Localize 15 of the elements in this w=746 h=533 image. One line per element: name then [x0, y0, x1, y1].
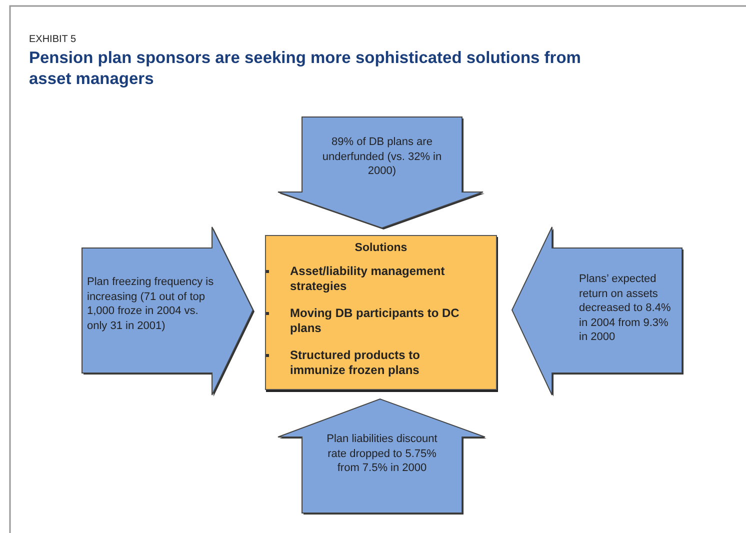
- block-arrow: [82, 227, 253, 395]
- bullet-item: Asset/liability management strategies: [289, 264, 446, 294]
- block-arrow: [278, 399, 485, 513]
- box-heading: Solutions: [354, 242, 408, 254]
- arrow-text: Plan freezing frequency is increasing (71 out of top 1,000 froze in 2004 vs. only 31 in 2001): [87, 275, 215, 333]
- arrow-text: Plans’ expected return on assets decreased to 8.4% in 2004 from 9.3% in 2000: [579, 272, 672, 344]
- arrow-text: Plan liabilities discount rate dropped to 5.75% from 7.5% in 2000: [326, 432, 438, 476]
- arrow-text: 89% of DB plans are underfunded (vs. 32% in 2000): [322, 135, 442, 178]
- bullet-item: Moving DB participants to DC plans: [289, 306, 460, 336]
- block-arrow: [512, 227, 682, 395]
- block-arrow: [278, 117, 483, 228]
- solutions-box: [265, 235, 497, 390]
- bullet-item: Structured products to immunize frozen plans: [289, 348, 422, 378]
- exhibit-number: EXHIBIT 5: [29, 34, 76, 45]
- title: Pension plan sponsors are seeking more sophisticated solutions from asset managers: [29, 48, 582, 90]
